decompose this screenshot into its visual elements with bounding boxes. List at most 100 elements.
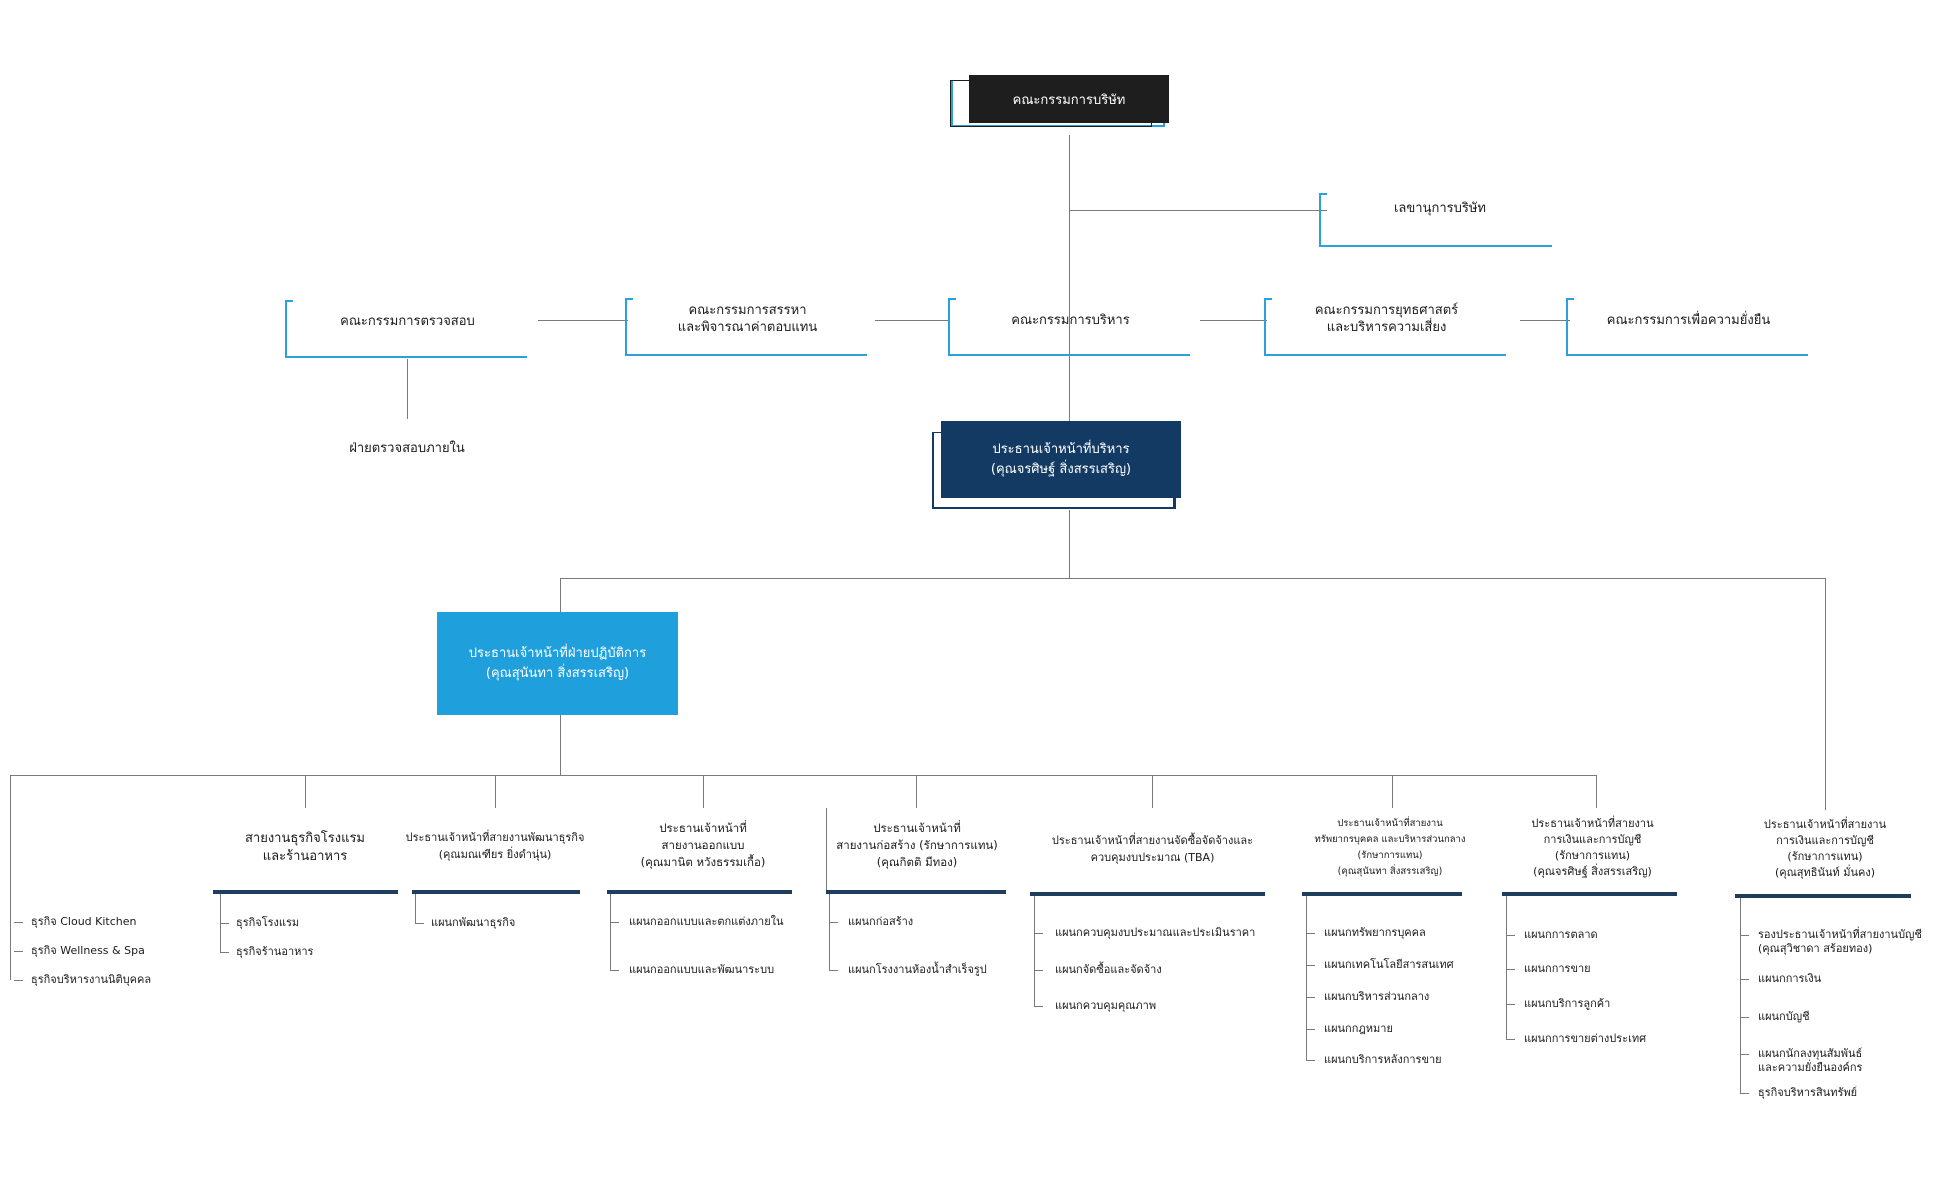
sub-item-tick (1034, 970, 1043, 971)
division-3-item-1[interactable]: แผนกออกแบบและพัฒนาระบบ (629, 963, 775, 976)
sub-item-tick (1306, 1060, 1315, 1061)
division-5-list-line (1034, 896, 1035, 1006)
division-7-item-1[interactable]: แผนกการขาย (1524, 962, 1591, 975)
strategy-committee-label[interactable]: คณะกรรมการยุทธศาสตร์ และบริหารความเสี่ยง (1314, 303, 1459, 335)
division-7-item-2[interactable]: แผนกบริการลูกค้า (1524, 997, 1611, 1010)
nomination-committee-bracket-tick (625, 298, 633, 300)
connector (10, 775, 1596, 776)
division-8-item-2[interactable]: แผนกบัญชี (1758, 1010, 1810, 1023)
sub-item-tick (1740, 1093, 1749, 1094)
connector (1392, 775, 1393, 808)
sub-item-tick (14, 951, 23, 952)
sub-item-tick (1506, 1004, 1515, 1005)
executive-committee-bracket-tick (948, 298, 956, 300)
division-8-item-3[interactable]: แผนกนักลงทุนสัมพันธ์ และความยั่งยืนองค์ก… (1758, 1047, 1863, 1074)
division-3-bar (607, 890, 792, 894)
coo-box[interactable]: ประธานเจ้าหน้าที่ฝ่ายปฏิบัติการ (คุณสุนั… (437, 612, 678, 715)
division-8-item-1[interactable]: แผนกการเงิน (1758, 972, 1822, 985)
sub-item-tick (1306, 965, 1315, 966)
secretary-bracket (1319, 193, 1552, 247)
connector (560, 715, 561, 775)
sub-item-tick (415, 923, 424, 924)
executive-committee-label[interactable]: คณะกรรมการบริหาร (1011, 313, 1130, 328)
division-7-item-0[interactable]: แผนกการตลาด (1524, 928, 1598, 941)
division-2-item-0[interactable]: แผนกพัฒนาธุรกิจ (431, 916, 516, 929)
division-6-title[interactable]: ประธานเจ้าหน้าที่สายงาน ทรัพยากรบุคคล แล… (1314, 818, 1466, 877)
connector (1596, 775, 1597, 808)
division-5-item-1[interactable]: แผนกจัดซื้อและจัดจ้าง (1055, 963, 1162, 976)
connector (1069, 210, 1327, 211)
division-5-item-0[interactable]: แผนกควบคุมงบประมาณและประเมินราคา (1055, 926, 1256, 939)
internal-audit-label[interactable]: ฝ่ายตรวจสอบภายใน (349, 441, 465, 456)
sub-item-tick (1506, 1039, 1515, 1040)
division-8-bar (1735, 894, 1911, 898)
board-box[interactable]: คณะกรรมการบริษัท (969, 75, 1169, 123)
sustainability-committee-bracket (1566, 298, 1808, 356)
connector (1069, 135, 1070, 425)
sub-item-tick (829, 970, 838, 971)
division-3-item-0[interactable]: แผนกออกแบบและตกแต่งภายใน (629, 915, 784, 928)
division-1-title[interactable]: สายงานธุรกิจโรงแรม และร้านอาหาร (244, 831, 366, 864)
sub-item-tick (1034, 933, 1043, 934)
division-4-item-1[interactable]: แผนกโรงงานห้องน้ำสำเร็จรูป (848, 963, 987, 976)
division-6-item-0[interactable]: แผนกทรัพยากรบุคคล (1324, 926, 1426, 939)
division-4-item-0[interactable]: แผนกก่อสร้าง (848, 915, 914, 928)
division-3-title[interactable]: ประธานเจ้าหน้าที่ สายงานออกแบบ (คุณมานิต… (640, 821, 766, 869)
connector (1200, 320, 1267, 321)
division-6-list-line (1306, 896, 1307, 1060)
nomination-committee-label[interactable]: คณะกรรมการสรรหา และพิจารณาค่าตอบแทน (677, 303, 818, 335)
division-2-list-line (415, 894, 416, 923)
sustainability-committee-label[interactable]: คณะกรรมการเพื่อความยั่งยืน (1606, 313, 1771, 328)
division-5-bar (1030, 892, 1265, 896)
audit-committee-bracket (285, 300, 527, 358)
division-5-item-2[interactable]: แผนกควบคุมคุณภาพ (1055, 999, 1157, 1012)
division-3-list-line (610, 894, 611, 970)
connector (560, 578, 561, 612)
division-4-list-line (829, 894, 830, 970)
ceo-box[interactable]: ประธานเจ้าหน้าที่บริหาร (คุณจรศิษฐ์ สิ่ง… (941, 421, 1181, 498)
sub-item-tick (1034, 1006, 1043, 1007)
nomination-committee-bracket (625, 298, 867, 356)
sustainability-committee-bracket-tick (1566, 298, 1574, 300)
division-2-title[interactable]: ประธานเจ้าหน้าที่สายงานพัฒนาธุรกิจ (คุณม… (405, 831, 585, 861)
connector (538, 320, 628, 321)
division-6-item-3[interactable]: แผนกกฎหมาย (1324, 1022, 1393, 1035)
division-8-item-0[interactable]: รองประธานเจ้าหน้าที่สายงานบัญชี (คุณสุวิ… (1758, 928, 1922, 955)
division-1-item-0[interactable]: ธุรกิจโรงแรม (236, 916, 300, 929)
division-0-item-1[interactable]: ธุรกิจ Wellness & Spa (31, 944, 145, 957)
sub-item-tick (610, 970, 619, 971)
division-2-bar (412, 890, 580, 894)
division-6-item-1[interactable]: แผนกเทคโนโลยีสารสนเทศ (1324, 958, 1454, 971)
sub-item-tick (1740, 1054, 1749, 1055)
division-0-item-0[interactable]: ธุรกิจ Cloud Kitchen (31, 915, 137, 928)
strategy-committee-bracket-tick (1264, 298, 1272, 300)
sub-item-tick (220, 952, 229, 953)
sub-item-tick (1306, 1029, 1315, 1030)
division-6-item-4[interactable]: แผนกบริการหลังการขาย (1324, 1053, 1442, 1066)
division-7-list-line (1506, 896, 1507, 1039)
division-6-item-2[interactable]: แผนกบริหารส่วนกลาง (1324, 990, 1430, 1003)
sub-item-tick (1506, 935, 1515, 936)
connector (1825, 578, 1826, 810)
division-1-item-1[interactable]: ธุรกิจร้านอาหาร (236, 945, 314, 958)
secretary-label[interactable]: เลขานุการบริษัท (1393, 201, 1486, 216)
connector (703, 775, 704, 808)
connector (407, 359, 408, 419)
sub-item-tick (829, 922, 838, 923)
division-7-title[interactable]: ประธานเจ้าหน้าที่สายงาน การเงินและการบัญ… (1531, 817, 1654, 878)
audit-committee-label[interactable]: คณะกรรมการตรวจสอบ (340, 314, 475, 329)
division-4-bar (826, 890, 1006, 894)
division-8-item-4[interactable]: ธุรกิจบริหารสินทรัพย์ (1758, 1086, 1858, 1099)
division-8-title[interactable]: ประธานเจ้าหน้าที่สายงาน การเงินและการบัญ… (1763, 818, 1887, 879)
sub-item-tick (1740, 979, 1749, 980)
division-0-item-2[interactable]: ธุรกิจบริหารงานนิติบุคคล (31, 973, 152, 986)
strategy-committee-bracket (1264, 298, 1506, 356)
division-5-title[interactable]: ประธานเจ้าหน้าที่สายงานจัดซื้อจัดจ้างและ… (1051, 834, 1254, 864)
sub-item-tick (1740, 935, 1749, 936)
division-7-item-3[interactable]: แผนกการขายต่างประเทศ (1524, 1032, 1647, 1045)
connector (875, 320, 950, 321)
division-1-bar (213, 890, 398, 894)
connector (305, 775, 306, 808)
connector (495, 775, 496, 808)
division-4-title[interactable]: ประธานเจ้าหน้าที่ สายงานก่อสร้าง (รักษาก… (836, 821, 998, 869)
